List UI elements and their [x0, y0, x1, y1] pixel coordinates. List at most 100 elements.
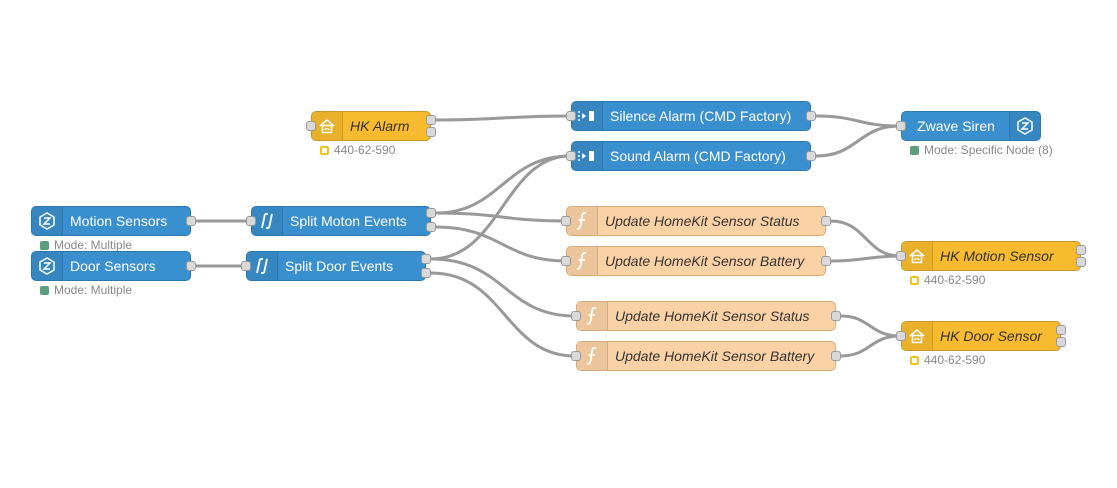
update-sensor-battery-node-1[interactable]: Update HomeKit Sensor Battery	[566, 246, 826, 276]
node-label: Zwave Siren	[917, 118, 995, 134]
status-text: Mode: Multiple	[54, 238, 133, 252]
output-port[interactable]	[421, 254, 431, 264]
node-status: 440-62-590	[910, 353, 985, 367]
wire-battery2-to-hkdoor[interactable]	[839, 334, 902, 358]
node-label: HK Door Sensor	[940, 328, 1042, 344]
node-label: HK Motion Sensor	[940, 248, 1054, 264]
wire-status1-to-hkmotion[interactable]	[829, 219, 902, 258]
hk-door-sensor-node[interactable]: HK Door Sensor	[901, 321, 1061, 351]
output-port[interactable]	[426, 115, 436, 125]
output-port[interactable]	[821, 216, 831, 226]
status-text: 440-62-590	[924, 273, 986, 287]
home-icon	[312, 112, 343, 140]
function-icon	[567, 247, 598, 275]
input-port[interactable]	[306, 121, 316, 131]
split-icon	[247, 252, 278, 280]
input-port[interactable]	[561, 216, 571, 226]
home-icon	[902, 322, 933, 350]
function-icon	[577, 302, 608, 330]
output-port[interactable]	[806, 111, 816, 121]
output-port[interactable]	[821, 256, 831, 266]
node-label: Split Moton Events	[290, 213, 407, 229]
status-dot	[910, 145, 919, 155]
update-sensor-battery-node-2[interactable]: Update HomeKit Sensor Battery	[576, 341, 836, 371]
input-port[interactable]	[896, 121, 906, 131]
silence-alarm-node[interactable]: Silence Alarm (CMD Factory)	[571, 101, 811, 131]
status-text: 440-62-590	[334, 143, 396, 157]
wire-battery1-to-hkmotion[interactable]	[829, 254, 902, 263]
output-port[interactable]	[1076, 245, 1086, 255]
status-dot	[320, 145, 329, 155]
status-dot	[40, 285, 49, 295]
function-icon	[567, 207, 598, 235]
update-sensor-status-node-2[interactable]: Update HomeKit Sensor Status	[576, 301, 836, 331]
command-factory-icon	[572, 142, 603, 170]
status-text: 440-62-590	[924, 353, 986, 367]
hk-alarm-node[interactable]: HK Alarm	[311, 111, 431, 141]
status-dot	[910, 275, 919, 285]
node-label: Split Door Events	[285, 258, 394, 274]
node-label: Silence Alarm (CMD Factory)	[610, 108, 792, 124]
wire-silence-to-siren[interactable]	[814, 114, 902, 128]
output-port[interactable]	[1056, 337, 1066, 347]
input-port[interactable]	[246, 216, 256, 226]
input-port[interactable]	[571, 351, 581, 361]
node-label: Door Sensors	[70, 258, 156, 274]
node-status: 440-62-590	[910, 273, 985, 287]
wire-hkalarm-to-silence[interactable]	[434, 114, 572, 122]
command-factory-icon	[572, 102, 603, 130]
wire-splitdoor-to-battery2[interactable]	[429, 271, 577, 358]
output-port[interactable]	[806, 151, 816, 161]
node-label: Update HomeKit Sensor Status	[615, 308, 810, 324]
output-port[interactable]	[426, 208, 436, 218]
output-port[interactable]	[831, 311, 841, 321]
output-port[interactable]	[1076, 257, 1086, 267]
hk-motion-sensor-node[interactable]: HK Motion Sensor	[901, 241, 1081, 271]
split-door-events-node[interactable]: Split Door Events	[246, 251, 426, 281]
output-port[interactable]	[426, 127, 436, 137]
node-status: Mode: Multiple	[40, 238, 132, 252]
door-sensors-node[interactable]: Door Sensors	[31, 251, 191, 281]
split-motion-events-node[interactable]: Split Moton Events	[251, 206, 431, 236]
zwave-icon	[32, 207, 63, 235]
sound-alarm-node[interactable]: Sound Alarm (CMD Factory)	[571, 141, 811, 171]
input-port[interactable]	[241, 261, 251, 271]
output-port[interactable]	[426, 222, 436, 232]
wire-splitmotion-to-status1[interactable]	[434, 211, 567, 223]
node-status: 440-62-590	[320, 143, 395, 157]
zwave-siren-node[interactable]: Zwave Siren	[901, 111, 1041, 141]
status-text: Mode: Specific Node (8)	[924, 143, 1053, 157]
output-port[interactable]	[831, 351, 841, 361]
wire-splitmotion-to-battery1[interactable]	[434, 225, 567, 263]
wire-splitdoor-to-status2[interactable]	[429, 257, 577, 318]
input-port[interactable]	[566, 111, 576, 121]
node-status: Mode: Specific Node (8)	[910, 143, 1053, 157]
wire-sound-to-siren[interactable]	[814, 124, 902, 158]
node-label: Update HomeKit Sensor Battery	[605, 253, 805, 269]
node-label: Sound Alarm (CMD Factory)	[610, 148, 786, 164]
home-icon	[902, 242, 933, 270]
input-port[interactable]	[561, 256, 571, 266]
split-icon	[252, 207, 283, 235]
zwave-icon	[32, 252, 63, 280]
output-port[interactable]	[1056, 325, 1066, 335]
wire-status2-to-hkdoor[interactable]	[839, 314, 902, 338]
input-port[interactable]	[896, 251, 906, 261]
input-port[interactable]	[896, 331, 906, 341]
input-port[interactable]	[571, 311, 581, 321]
node-label: Motion Sensors	[70, 213, 168, 229]
output-port[interactable]	[186, 261, 196, 271]
zwave-icon	[1009, 112, 1040, 140]
status-dot	[40, 240, 49, 250]
wire-splitmotion-to-sound[interactable]	[434, 154, 572, 215]
node-label: Update HomeKit Sensor Status	[605, 213, 800, 229]
node-status: Mode: Multiple	[40, 283, 132, 297]
update-sensor-status-node-1[interactable]: Update HomeKit Sensor Status	[566, 206, 826, 236]
wire-splitdoor-to-sound[interactable]	[429, 154, 572, 261]
output-port[interactable]	[186, 216, 196, 226]
output-port[interactable]	[421, 268, 431, 278]
motion-sensors-node[interactable]: Motion Sensors	[31, 206, 191, 236]
input-port[interactable]	[566, 151, 576, 161]
